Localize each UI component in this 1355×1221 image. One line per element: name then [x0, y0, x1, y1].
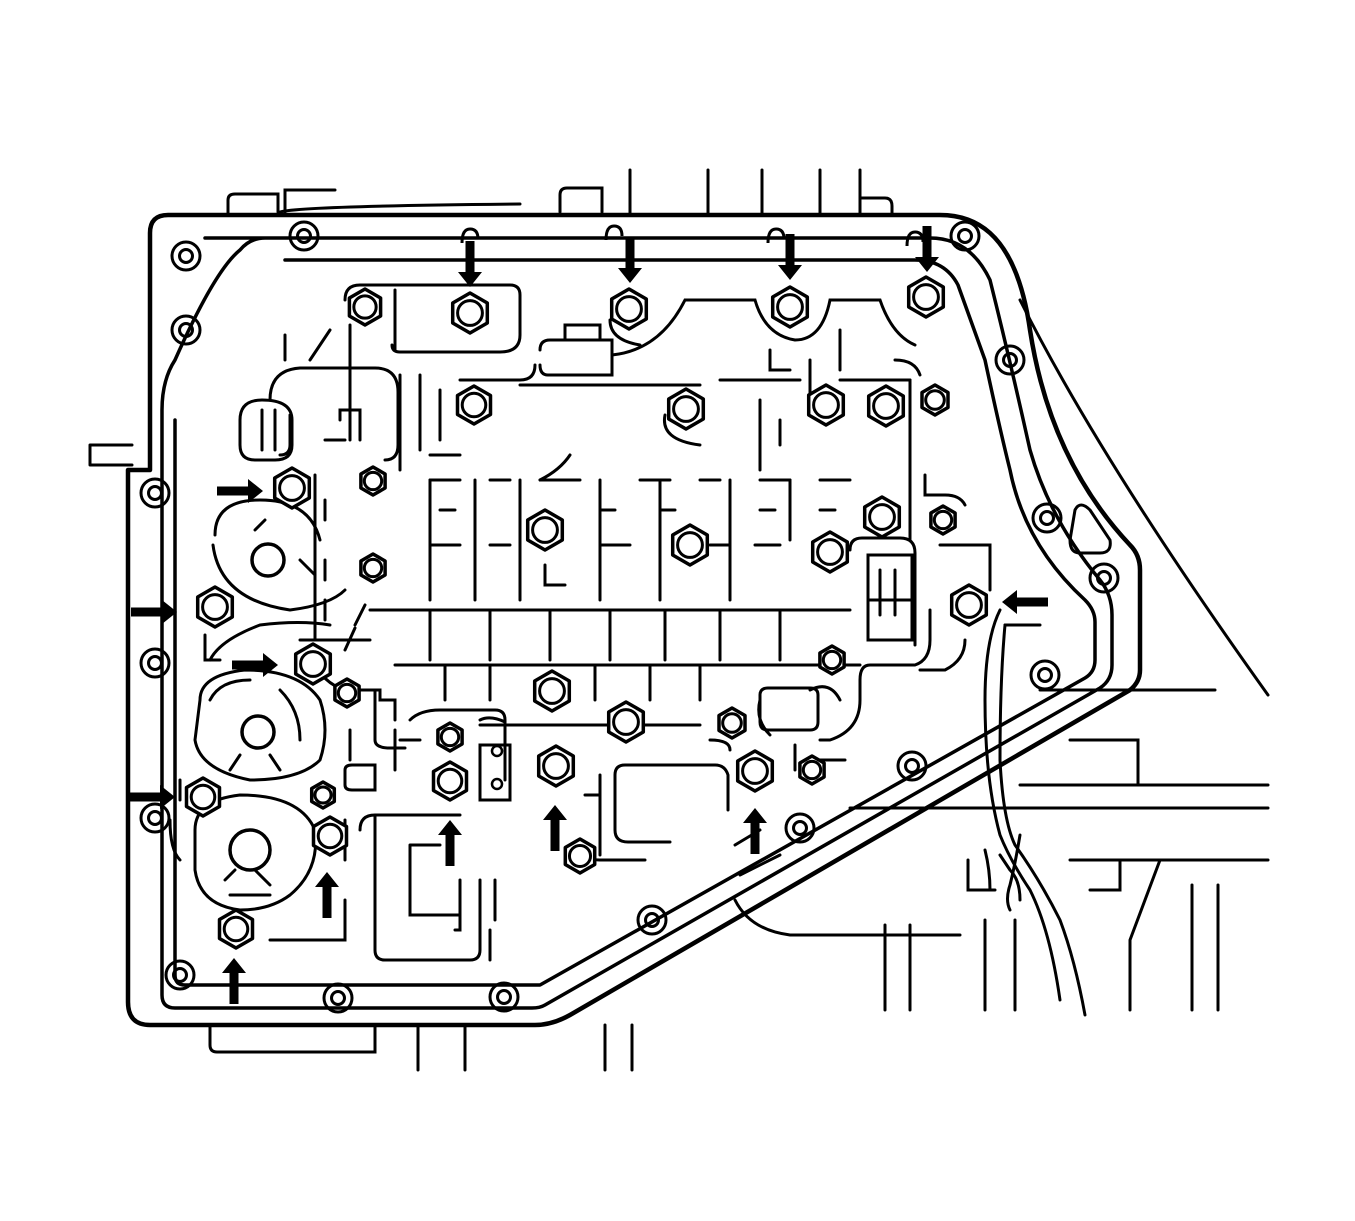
hex-bolt-icon: [309, 780, 337, 810]
hex-bolt-icon: [525, 508, 565, 552]
hex-bolt-icon: [735, 749, 775, 793]
cast-mark: [604, 224, 624, 241]
hex-bolt-icon: [666, 387, 706, 431]
hex-bolt-icon: [717, 706, 747, 740]
hex-bolt-icon: [272, 466, 312, 510]
hex-bolt-icon: [195, 585, 235, 629]
hex-bolt-icon: [770, 285, 810, 329]
mounting-hole-icon: [994, 344, 1026, 376]
hex-bolt-icon: [810, 530, 850, 574]
hex-bolt-icon: [450, 291, 490, 335]
pointer-arrow-icon: [778, 234, 802, 280]
pointer-arrow-icon: [618, 237, 642, 283]
hex-bolt-icon: [536, 744, 576, 788]
pointer-arrow-icon: [1002, 590, 1048, 614]
hex-bolt-icon: [532, 669, 572, 713]
hex-bolt-icon: [609, 287, 649, 331]
mounting-hole-icon: [784, 812, 816, 844]
hex-bolt-icon: [949, 583, 989, 627]
hex-bolt-icon: [806, 383, 846, 427]
cast-mark: [905, 230, 925, 247]
transmission-case-background: [88, 168, 1270, 1072]
wiring-harness: [983, 608, 1087, 1017]
cast-boss: [1068, 503, 1112, 555]
mounting-hole-icon: [896, 750, 928, 782]
pointer-arrow-icon: [458, 241, 482, 287]
mounting-hole-icon: [1029, 659, 1061, 691]
hex-bolt-icon: [920, 383, 950, 417]
mounting-hole-icon: [170, 240, 202, 272]
mounting-hole-icon: [322, 982, 354, 1014]
hex-bolt-icon: [359, 465, 387, 497]
hex-bolt-icon: [311, 815, 349, 857]
hex-bolt-icon: [563, 837, 597, 875]
hex-bolt-icon: [217, 908, 255, 950]
dowel-pin: [490, 744, 504, 758]
accumulator-bore: [240, 714, 276, 750]
mounting-hole-icon: [488, 981, 520, 1013]
hex-bolt-icon: [798, 754, 826, 786]
hex-bolt-icon: [359, 552, 387, 584]
hex-bolt-icon: [818, 644, 846, 676]
hex-bolt-icon: [347, 287, 383, 327]
hex-bolt-icon: [606, 700, 646, 744]
hex-bolt-icon: [184, 776, 222, 818]
hex-bolt-icon: [906, 275, 946, 319]
hex-bolt-icon: [431, 760, 469, 802]
mounting-hole-icon: [139, 477, 171, 509]
mounting-hole-icon: [139, 802, 171, 834]
mounting-hole-icon: [288, 220, 320, 252]
valve-body-housing: [125, 212, 1143, 1028]
hex-bolt-icon: [866, 384, 906, 428]
mounting-hole-icon: [1031, 502, 1063, 534]
pointer-arrow-icon: [131, 600, 177, 624]
cast-mark: [460, 227, 480, 244]
bolt-callout-arrows: [129, 224, 1048, 1004]
hex-bolt-icon: [293, 642, 333, 686]
pointer-arrow-icon: [743, 808, 767, 854]
hex-bolt-icon: [333, 677, 361, 709]
valve-body-bolts: [184, 275, 989, 950]
pointer-arrow-icon: [915, 226, 939, 272]
mounting-hole-icon: [139, 647, 171, 679]
pointer-arrow-icon: [129, 785, 175, 809]
valve-body-internal-linework: [168, 283, 992, 962]
mounting-hole-icon: [949, 220, 981, 252]
hex-bolt-icon: [862, 495, 902, 539]
pointer-arrow-icon: [438, 820, 462, 866]
accumulator-bore: [250, 542, 286, 578]
accumulator-bore: [228, 828, 272, 872]
hex-bolt-icon: [436, 721, 464, 753]
dowel-pin: [490, 777, 504, 791]
mounting-hole-icon: [1088, 562, 1120, 594]
hex-bolt-icon: [670, 523, 710, 567]
mounting-hole-icon: [636, 904, 668, 936]
hex-bolt-icon: [929, 504, 957, 536]
pointer-arrow-icon: [543, 805, 567, 851]
pointer-arrow-icon: [315, 872, 339, 918]
mounting-holes: [139, 220, 1120, 1014]
pointer-arrow-icon: [217, 479, 263, 503]
pointer-arrow-icon: [232, 653, 278, 677]
mounting-hole-icon: [170, 314, 202, 346]
mounting-hole-icon: [164, 959, 196, 991]
hex-bolt-icon: [455, 384, 493, 426]
cast-mark: [766, 227, 786, 244]
pointer-arrow-icon: [222, 958, 246, 1004]
